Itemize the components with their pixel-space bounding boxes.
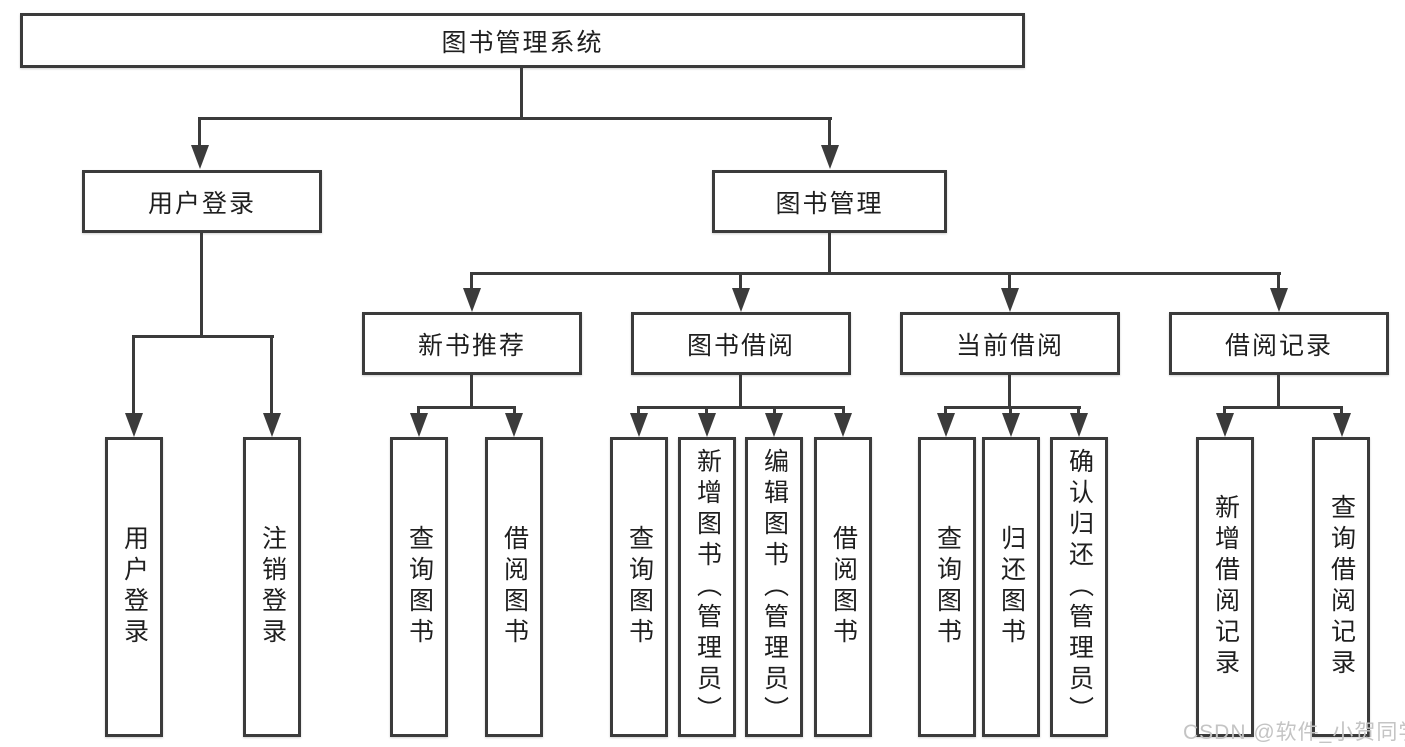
leaf-br-add-record: 新增借阅记录: [1196, 437, 1254, 737]
node-book-management: 图书管理: [712, 170, 947, 233]
connector-stub: [944, 406, 947, 418]
node-root: 图书管理系统: [20, 13, 1025, 68]
connector-stub: [842, 406, 845, 418]
node-new-book-recommend: 新书推荐: [362, 312, 582, 375]
connector-stub: [417, 406, 420, 418]
connector-branch: [637, 406, 845, 409]
arrowhead-down-icon: [630, 413, 648, 437]
connector-trunk: [1277, 375, 1280, 409]
arrowhead-down-icon: [1216, 413, 1234, 437]
connector-trunk: [1008, 375, 1011, 409]
watermark: CSDN @软件_小贺同学: [1183, 721, 1405, 744]
leaf-bb-query-books: 查询图书: [610, 437, 668, 737]
leaf-bb-add-books-admin: 新增图书（管理员）: [678, 437, 736, 737]
connector-stub: [1223, 406, 1226, 418]
leaf-logout: 注销登录: [243, 437, 301, 737]
connector-stub: [1340, 406, 1343, 418]
leaf-nb-borrow-books: 借阅图书: [485, 437, 543, 737]
connector-stub: [739, 272, 742, 292]
leaf-cb-confirm-return-admin: 确认归还（管理员）: [1050, 437, 1108, 737]
arrowhead-down-icon: [463, 288, 481, 312]
node-book-borrow: 图书借阅: [631, 312, 851, 375]
leaf-bb-borrow-books: 借阅图书: [814, 437, 872, 737]
connector-branch: [417, 406, 516, 409]
arrowhead-down-icon: [1001, 288, 1019, 312]
connector-stub: [1277, 272, 1280, 292]
arrowhead-down-icon: [834, 413, 852, 437]
arrowhead-down-icon: [1333, 413, 1351, 437]
connector-book-mgmt-trunk: [828, 233, 831, 272]
connector-root-trunk: [520, 68, 523, 117]
node-user-login: 用户登录: [82, 170, 322, 233]
connector-root-branch: [199, 117, 832, 120]
connector-stub: [132, 335, 135, 415]
leaf-bb-edit-books-admin: 编辑图书（管理员）: [745, 437, 803, 737]
connector-stub: [1008, 272, 1011, 292]
connector-stub: [470, 272, 473, 292]
connector-stub: [513, 406, 516, 418]
connector-stub: [773, 406, 776, 418]
arrowhead-down-icon: [1270, 288, 1288, 312]
connector-branch: [944, 406, 1081, 409]
leaf-cb-return-books: 归还图书: [982, 437, 1040, 737]
node-borrow-records: 借阅记录: [1169, 312, 1389, 375]
arrowhead-down-icon: [937, 413, 955, 437]
connector-trunk: [470, 375, 473, 409]
connector-user-login-trunk: [200, 233, 203, 335]
arrowhead-down-icon: [732, 288, 750, 312]
arrowhead-down-icon: [505, 413, 523, 437]
arrowhead-down-icon: [765, 413, 783, 437]
leaf-cb-query-books: 查询图书: [918, 437, 976, 737]
arrowhead-down-icon: [698, 413, 716, 437]
arrowhead-down-icon: [410, 413, 428, 437]
connector-trunk: [739, 375, 742, 409]
arrowhead-down-icon: [191, 145, 209, 169]
connector-stub: [198, 117, 201, 150]
arrowhead-down-icon: [125, 413, 143, 437]
connector-stub: [637, 406, 640, 418]
leaf-br-query-record: 查询借阅记录: [1312, 437, 1370, 737]
connector-user-login-branch: [132, 335, 274, 338]
connector-book-mgmt-branch: [470, 272, 1281, 275]
connector-stub: [1077, 406, 1080, 418]
connector-branch: [1223, 406, 1343, 409]
connector-stub: [1009, 406, 1012, 418]
connector-stub: [828, 117, 831, 150]
arrowhead-down-icon: [1002, 413, 1020, 437]
node-current-borrow: 当前借阅: [900, 312, 1120, 375]
leaf-nb-query-books: 查询图书: [390, 437, 448, 737]
arrowhead-down-icon: [821, 145, 839, 169]
leaf-user-login: 用户登录: [105, 437, 163, 737]
arrowhead-down-icon: [263, 413, 281, 437]
connector-stub: [705, 406, 708, 418]
connector-stub: [270, 335, 273, 415]
arrowhead-down-icon: [1070, 413, 1088, 437]
